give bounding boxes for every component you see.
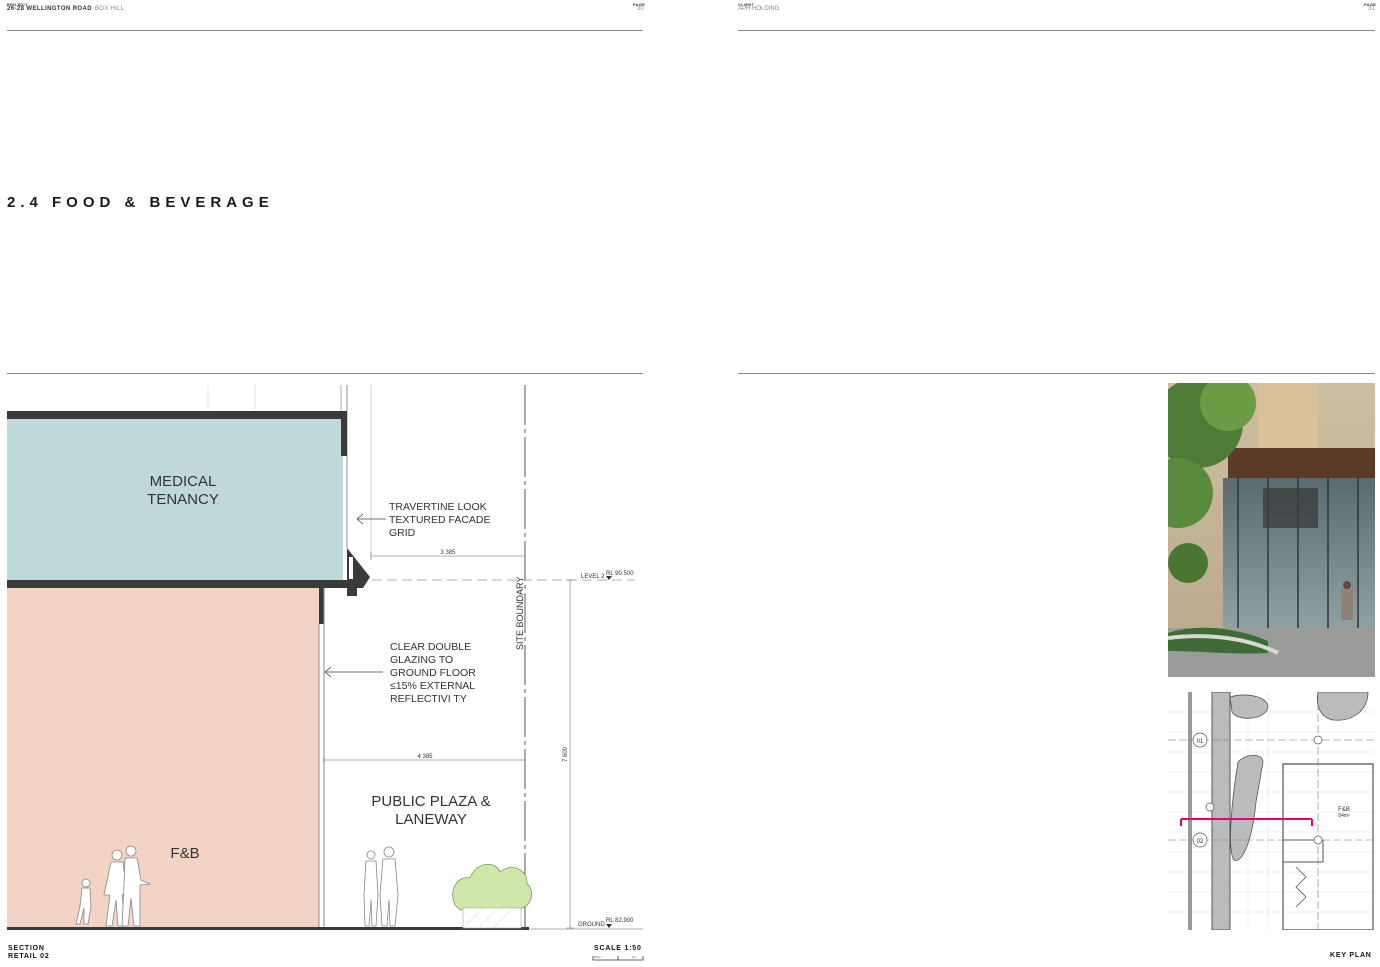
medical-label-2: TENANCY [147,491,219,508]
fb-label: F&B [170,845,199,862]
planter [452,864,532,929]
render-image [1168,383,1375,677]
page-caption-left: PAGE [633,2,646,7]
header-rule-left [7,30,643,31]
project-name: 26-28 WELLINGTON ROAD [7,6,92,12]
dim-upper: 3 385 [440,550,456,556]
grid-02-label: 02 [1197,839,1204,845]
keyplan-fb-area: 84m² [1338,813,1350,819]
dim-lower: 4 385 [417,754,433,760]
ground-label: GROUND [578,922,605,928]
project-location: BOX HILL [94,6,125,12]
page-number-right: 31 [1368,6,1375,12]
facade-note-3: GRID [389,527,416,539]
scale-right: 1m [632,955,637,959]
page-caption-right: PAGE [1364,2,1377,7]
medical-tenancy-fill [7,418,343,582]
section-drawing: MEDICAL TENANCY F&B PUBLIC PLAZA & LANEW… [7,385,643,930]
glazing-note-5: REFLECTIVI TY [390,693,467,705]
glazing-note-1: CLEAR DOUBLE [390,641,471,653]
level-2-rl: RL 90.500 [606,571,634,577]
key-plan: 01 02 F&B 84m² [1168,692,1375,930]
scale-label: SCALE 1:50 [594,945,642,952]
client-name: APH HOLDING [738,6,780,12]
mid-rule-right [738,373,1375,374]
glazing-note-3: GROUND FLOOR [390,667,476,679]
facade-note-2: TEXTURED FACADE [389,514,491,526]
project-caption: PROJECT [7,2,28,7]
medical-label-1: MEDICAL [150,473,217,490]
ground-rl: RL 82.900 [606,918,634,924]
keyplan-fb-label: F&B [1338,807,1350,813]
glazing-note-4: ≤15% EXTERNAL [390,680,475,692]
section-caption-line2: RETAIL 02 [8,953,50,960]
facade-note-1: TRAVERTINE LOOK [389,501,487,513]
section-title: 2.4 FOOD & BEVERAGE [7,194,274,211]
client-caption: CLIENT [738,2,755,7]
fb-fill [7,588,319,928]
site-boundary-label: SITE BOUNDARY [515,577,525,650]
key-plan-label: KEY PLAN [1330,952,1372,959]
people-silhouettes-fb [75,845,152,927]
page-number-left: 30 [637,6,644,12]
level-2-slab [7,580,363,588]
scale-left: 0.5m [594,955,601,959]
section-caption: SECTION RETAIL 02 [8,945,50,961]
people-silhouettes-plaza [363,846,399,927]
mid-rule-left [7,373,643,374]
level-3-slab [7,411,347,419]
section-cut-line [1180,818,1313,826]
ground-slab [7,927,529,930]
scale-bar [592,956,644,961]
section-caption-line1: SECTION [8,945,45,952]
level-2-label: LEVEL 2 [581,574,605,580]
dim-height: 7 600 [563,746,569,762]
glazing-note-2: GLAZING TO [390,654,453,666]
header-rule-right [738,30,1375,31]
plaza-label-1: PUBLIC PLAZA & [371,793,490,810]
plaza-label-2: LANEWAY [395,811,467,828]
grid-01-label: 01 [1197,739,1204,745]
